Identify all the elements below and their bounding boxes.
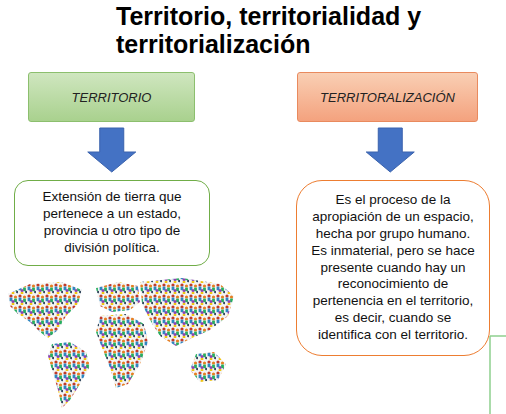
definition-text: Extensión de tierra que pertenece a un e… — [25, 189, 199, 257]
people-world-map — [0, 272, 240, 414]
block-arrow — [366, 128, 414, 172]
header-label: TERRITORALIZACIÓN — [320, 90, 455, 105]
concept-header: TERRITORALIZACIÓN — [297, 72, 478, 122]
definition-box: Es el proceso de la apropiación de un es… — [296, 180, 490, 356]
partial-box-edge — [490, 336, 506, 414]
definition-text: Es el proceso de la apropiación de un es… — [309, 192, 477, 344]
definition-box: Extensión de tierra que pertenece a un e… — [14, 180, 210, 266]
concept-header: TERRITORIO — [28, 72, 195, 122]
header-label: TERRITORIO — [72, 90, 152, 105]
block-arrow — [88, 128, 136, 172]
diagram-title: Territorio, territorialidad y territoria… — [116, 2, 504, 58]
